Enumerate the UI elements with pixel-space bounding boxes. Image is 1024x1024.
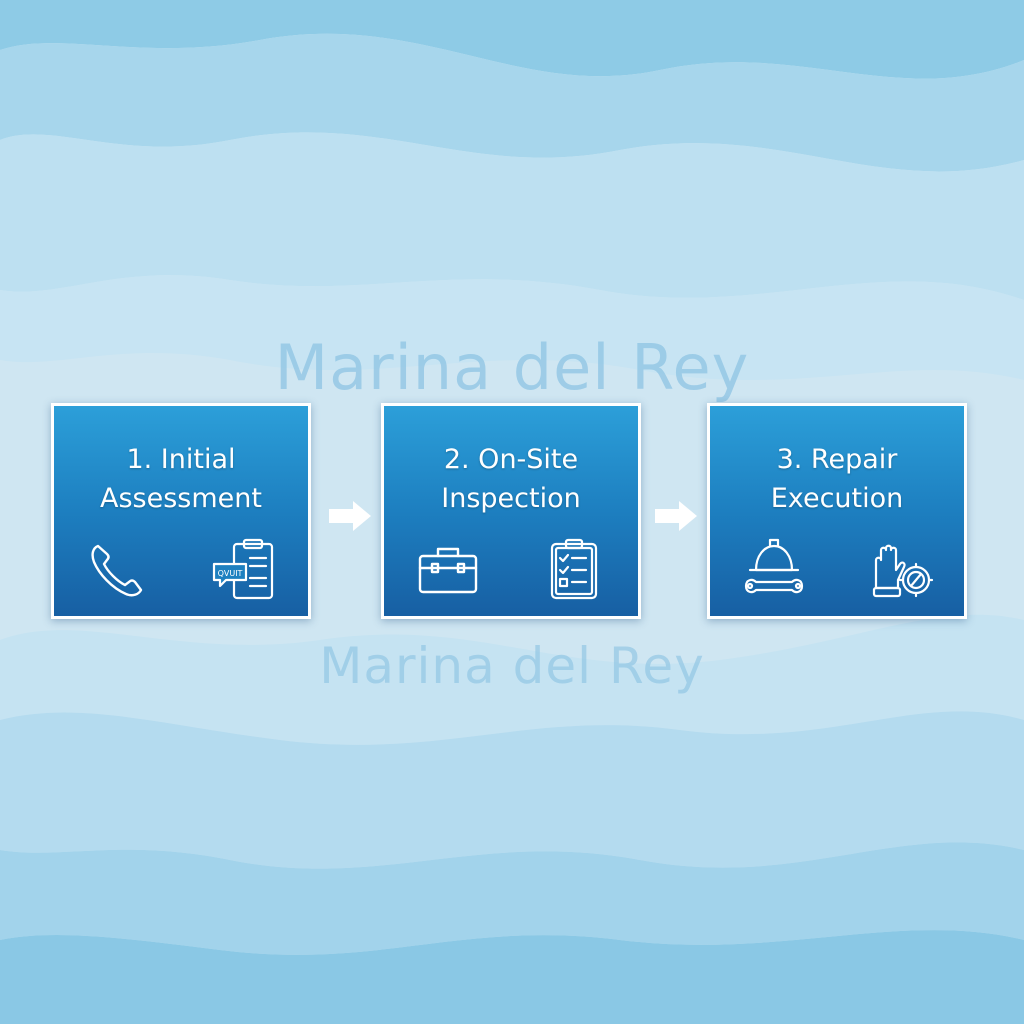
step-title: 3. Repair Execution: [718, 440, 956, 518]
step-title-line1: 1. Initial: [126, 444, 236, 475]
quote-clipboard-icon: QVUIT: [210, 536, 278, 604]
watermark-bottom: Marina del Rey: [319, 637, 705, 695]
arrow-right-icon: [655, 501, 697, 531]
hardhat-wrench-icon: [740, 536, 808, 604]
arrow-right-icon: [329, 501, 371, 531]
step-on-site-inspection: 2. On-Site Inspection: [381, 403, 641, 619]
toolbox-icon: [414, 536, 482, 604]
step-title-line2: Inspection: [441, 483, 581, 514]
watermark-top: Marina del Rey: [274, 331, 750, 404]
step-title-line2: Execution: [770, 483, 904, 514]
step-title: 1. Initial Assessment: [62, 440, 300, 518]
checklist-clipboard-icon: [540, 536, 608, 604]
step-title-line1: 3. Repair: [776, 444, 898, 475]
phone-icon: [84, 536, 152, 604]
step-title-line2: Assessment: [100, 483, 262, 514]
step-repair-execution: 3. Repair Execution: [707, 403, 967, 619]
step-initial-assessment: 1. Initial Assessment QVUIT: [51, 403, 311, 619]
glove-gear-icon: [866, 536, 934, 604]
step-title-line1: 2. On-Site: [443, 444, 579, 475]
svg-text:QVUIT: QVUIT: [218, 569, 243, 578]
step-title: 2. On-Site Inspection: [392, 440, 630, 518]
